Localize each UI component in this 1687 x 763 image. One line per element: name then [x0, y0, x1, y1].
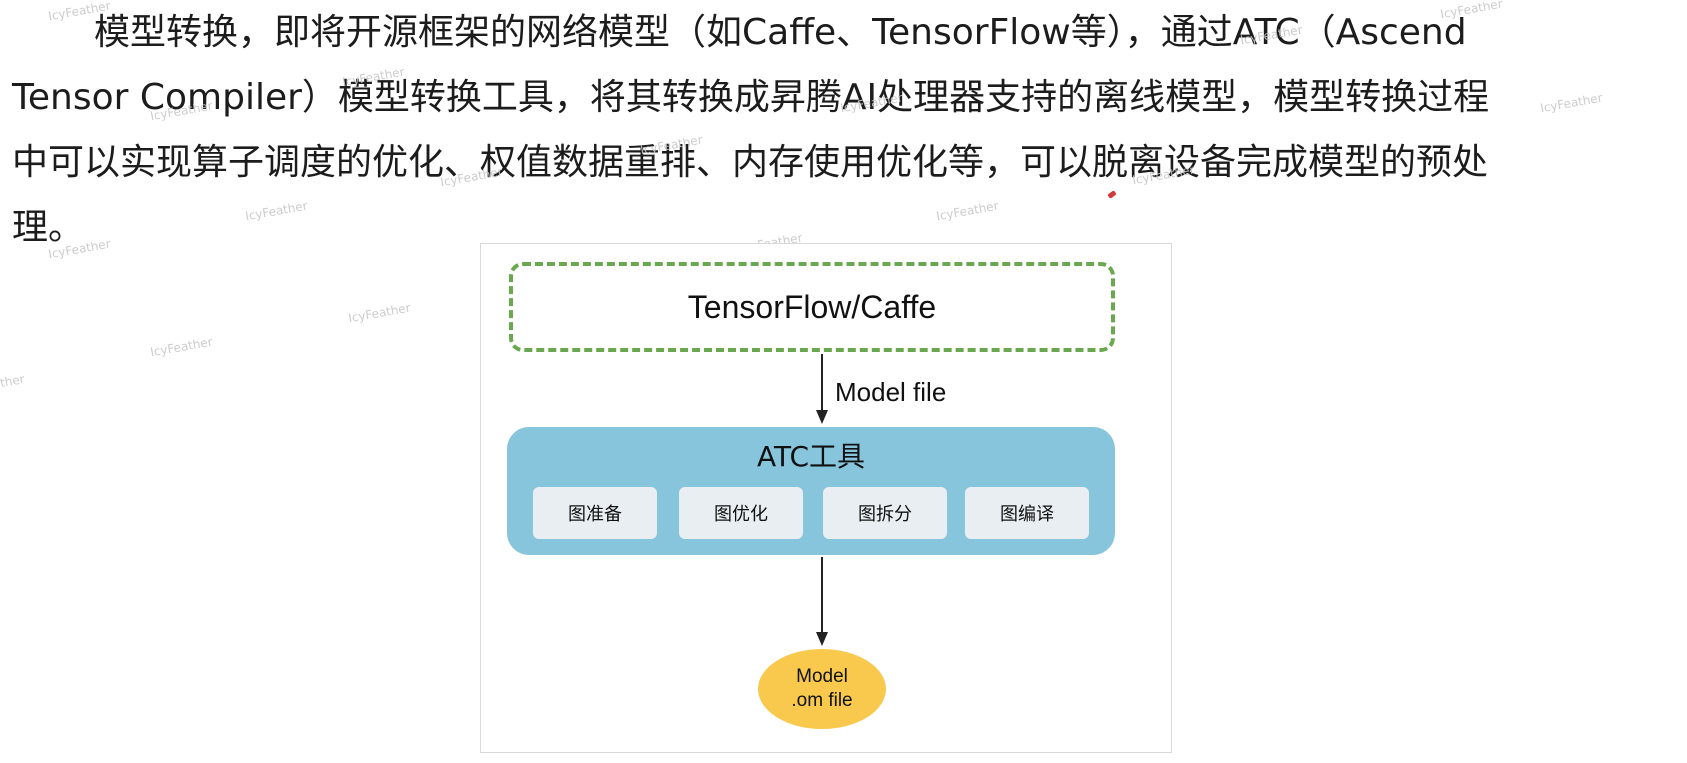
paragraph-line-1: 模型转换，即将开源框架的网络模型（如Caffe、TensorFlow等），通过A…: [94, 12, 1467, 53]
step-graph-prepare: 图准备: [533, 487, 657, 539]
watermark: IcyFeather: [149, 334, 214, 360]
om-model-line-1: Model: [796, 666, 848, 687]
arrowhead-atc-to-model: [816, 632, 828, 646]
intro-paragraph: 模型转换，即将开源框架的网络模型（如Caffe、TensorFlow等），通过A…: [12, 0, 1672, 260]
om-model-line-2: .om file: [791, 690, 853, 711]
step-graph-compile: 图编译: [965, 487, 1089, 539]
paragraph-line-3: 中可以实现算子调度的优化、权值数据重排、内存使用优化等，可以脱离设备完成模型的预…: [12, 142, 1489, 183]
atc-tool-title: ATC工具: [757, 440, 865, 473]
model-file-label: Model file: [835, 377, 947, 407]
atc-tool-box: ATC工具 图准备 图优化 图拆分 图编译: [507, 427, 1115, 555]
watermark: ther: [0, 371, 26, 391]
framework-label: TensorFlow/Caffe: [687, 288, 937, 325]
step-graph-split: 图拆分: [823, 487, 947, 539]
paragraph-line-4: 理。: [12, 207, 85, 248]
paragraph-line-2: Tensor Compiler）模型转换工具，将其转换成昇腾AI处理器支持的离线…: [12, 77, 1490, 118]
watermark: IcyFeather: [347, 300, 412, 326]
framework-box: TensorFlow/Caffe: [509, 262, 1115, 352]
arrowhead-framework-to-atc: [816, 410, 828, 424]
model-conversion-diagram: TensorFlow/Caffe Model file ATC工具 图准备 图优…: [480, 243, 1172, 753]
step-graph-optimize: 图优化: [679, 487, 803, 539]
flow-arrows: [816, 354, 828, 646]
om-model-output: Model .om file: [758, 649, 886, 729]
